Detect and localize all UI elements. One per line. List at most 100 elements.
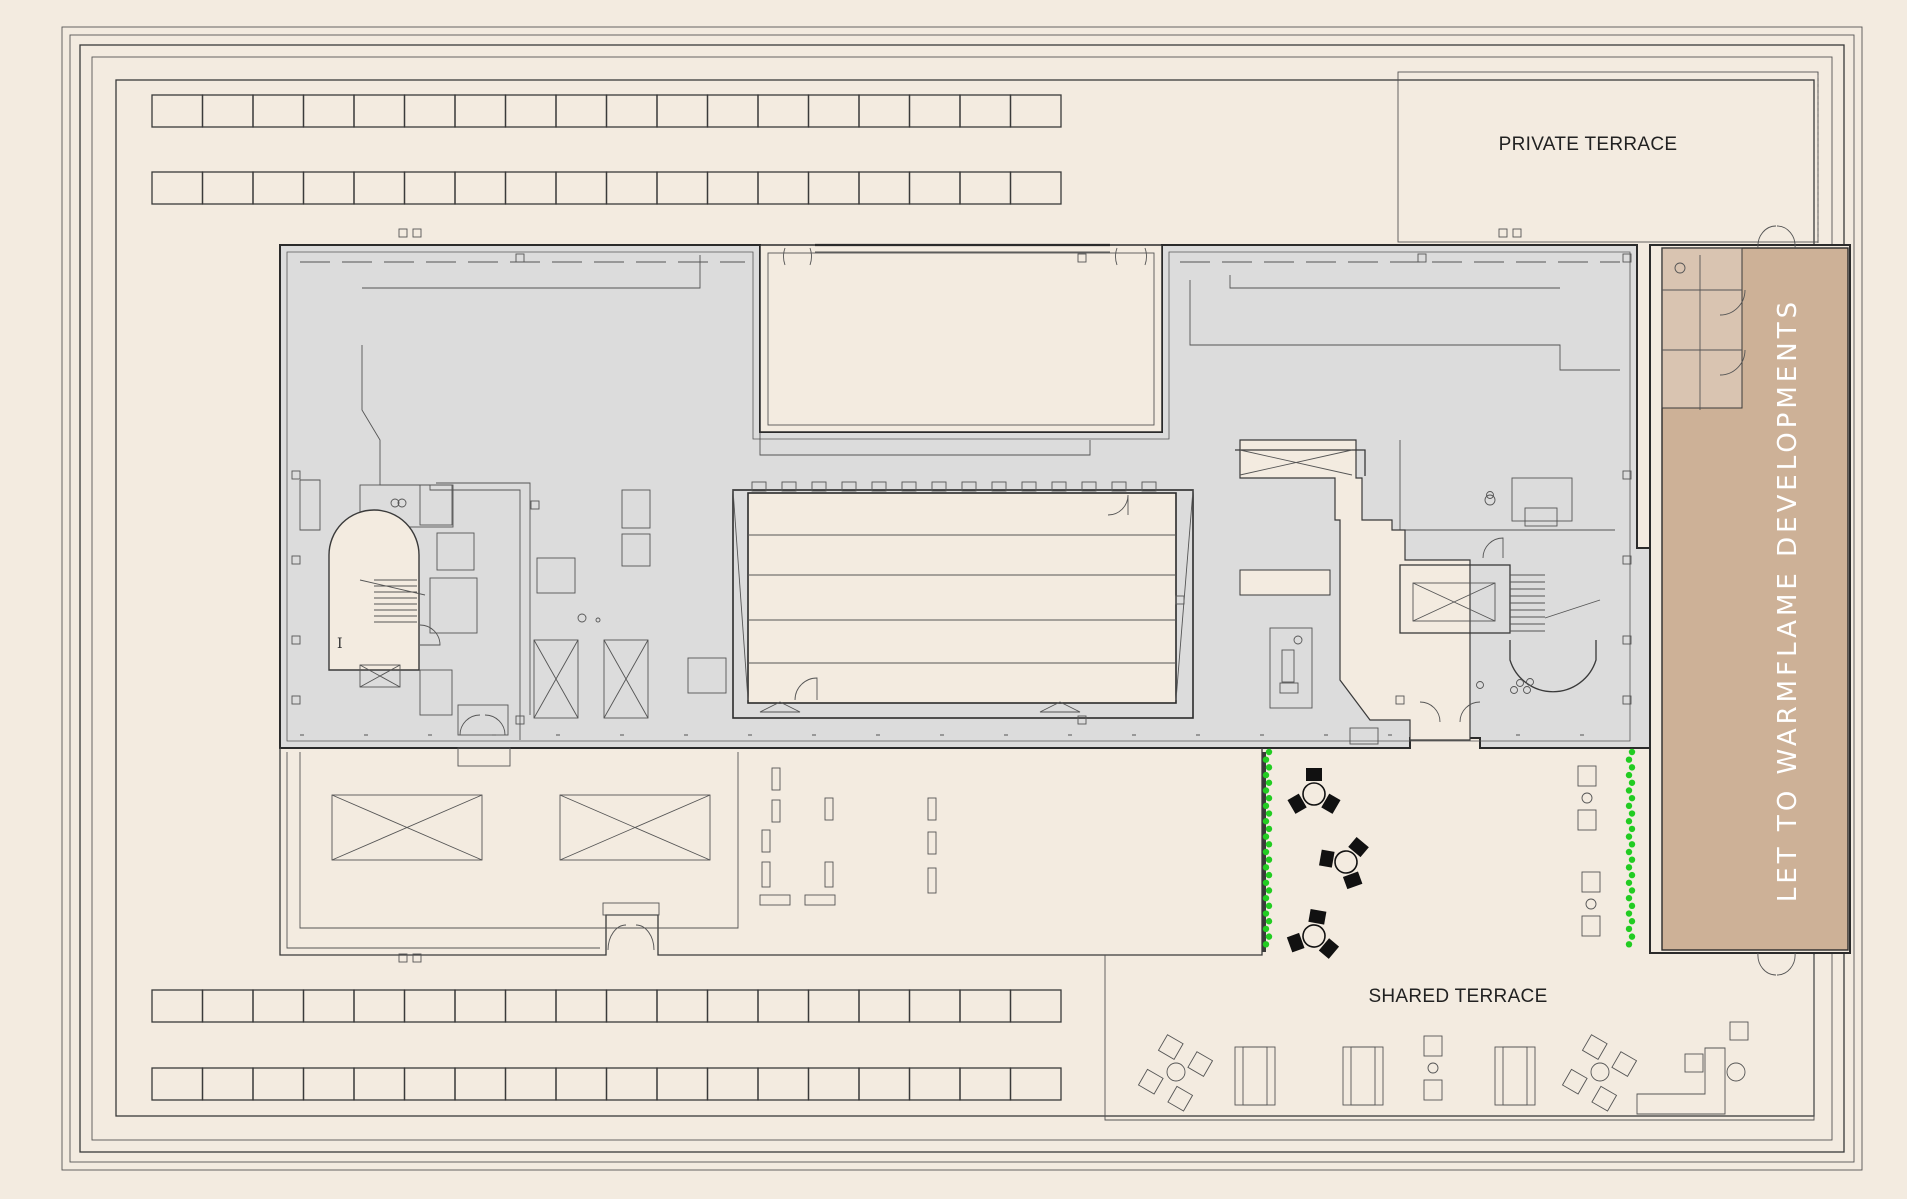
parking-bay xyxy=(1009,171,1062,205)
marker-icon xyxy=(1622,253,1632,263)
parking-bay xyxy=(908,94,961,128)
green-planter-icon xyxy=(1262,910,1270,917)
parking-bays xyxy=(151,94,1062,1101)
green-planter-icon xyxy=(1262,802,1270,810)
parking-bay xyxy=(555,171,608,205)
green-planter-icon xyxy=(1262,771,1270,779)
parking-bay xyxy=(454,171,507,205)
round-table-with-chairs-icon xyxy=(1287,768,1341,814)
green-planter-icon xyxy=(1262,848,1270,856)
green-planter-icon xyxy=(1625,802,1633,810)
marker-icon xyxy=(291,555,301,565)
plant-unit xyxy=(804,894,836,906)
left-stair-core: I xyxy=(328,484,478,716)
green-planter-icon xyxy=(1628,933,1636,940)
green-planter-icon xyxy=(1628,856,1636,863)
armchair-icon xyxy=(1684,1053,1704,1073)
green-planter-icon xyxy=(1628,902,1636,910)
parking-bay xyxy=(252,94,305,128)
central-atrium xyxy=(732,481,1194,719)
parking-bay xyxy=(151,171,204,205)
green-planter-icon xyxy=(1262,879,1270,886)
rooflight-marker xyxy=(751,481,767,492)
parking-bay xyxy=(605,989,658,1023)
let-area: LET TO WARMFLAME DEVELOPMENTS xyxy=(1649,225,1851,976)
marker-icon xyxy=(1175,595,1185,605)
green-planter-icon xyxy=(1265,933,1273,940)
parking-bay xyxy=(403,171,456,205)
parking-bay xyxy=(151,1067,204,1101)
parking-bay xyxy=(706,1067,759,1101)
parking-bay xyxy=(959,94,1012,128)
parking-bay xyxy=(605,171,658,205)
svg-text:I: I xyxy=(337,636,343,652)
parking-bay xyxy=(201,1067,254,1101)
private-terrace: PRIVATE TERRACE xyxy=(1397,71,1819,245)
parking-bay xyxy=(605,94,658,128)
green-planter-icon xyxy=(1265,825,1273,833)
plant-unit xyxy=(759,894,791,906)
parking-bay xyxy=(656,171,709,205)
parking-bay xyxy=(757,171,810,205)
parking-bay xyxy=(252,989,305,1023)
marker-icon xyxy=(1512,228,1522,238)
parking-bay xyxy=(454,989,507,1023)
picnic-bench-icon xyxy=(1234,1046,1276,1106)
green-planter-icon xyxy=(1625,848,1633,856)
green-planter-icon xyxy=(1625,864,1633,871)
green-planter-icon xyxy=(1265,841,1273,848)
green-planter-icon xyxy=(1625,818,1633,825)
parking-bay xyxy=(757,989,810,1023)
rooflight-marker xyxy=(1141,481,1157,492)
round-table-with-chairs-icon xyxy=(1319,836,1369,890)
parking-bay xyxy=(807,171,860,205)
parking-bay xyxy=(302,1067,355,1101)
green-planter-icon xyxy=(1265,871,1273,879)
green-planter-icon xyxy=(1625,833,1633,840)
green-planter-icon xyxy=(1262,925,1270,933)
plant-unit xyxy=(927,831,937,855)
coffee-table-icon xyxy=(1726,1062,1746,1082)
parking-bay xyxy=(201,171,254,205)
right-stair-core xyxy=(1235,449,1601,745)
parking-bay xyxy=(555,989,608,1023)
round-table-with-chairs-icon xyxy=(1286,909,1340,959)
plant-unit xyxy=(761,829,771,853)
parking-bay xyxy=(807,989,860,1023)
plant-unit xyxy=(824,797,834,821)
green-planter-icon xyxy=(1265,887,1273,894)
green-planter-icon xyxy=(1628,810,1636,817)
parking-bay xyxy=(757,1067,810,1101)
parking-bay xyxy=(858,171,911,205)
fixture-dot xyxy=(1510,686,1518,694)
green-planter-icon xyxy=(1265,794,1273,802)
rooflight-marker xyxy=(961,481,977,492)
chair-pair-icon xyxy=(1581,871,1601,937)
parking-bay xyxy=(504,989,557,1023)
parking-bay xyxy=(959,1067,1012,1101)
parking-bay xyxy=(706,171,759,205)
parking-bay xyxy=(151,989,204,1023)
picnic-bench-icon xyxy=(1342,1046,1384,1106)
fixture-dot xyxy=(1486,491,1494,499)
parking-bay xyxy=(302,94,355,128)
marker-icon xyxy=(1622,555,1632,565)
green-planter-icon xyxy=(1628,748,1636,756)
rooflight-marker xyxy=(811,481,827,492)
parking-bay xyxy=(706,94,759,128)
rooflight-marker xyxy=(871,481,887,492)
marker-icon xyxy=(1077,253,1087,263)
armchair-icon xyxy=(1729,1021,1749,1041)
parking-bay xyxy=(302,171,355,205)
rooflight-marker xyxy=(1081,481,1097,492)
plant-unit xyxy=(771,799,781,823)
parking-bay xyxy=(403,989,456,1023)
marker-icon xyxy=(515,715,525,725)
parking-bay xyxy=(858,989,911,1023)
parking-bay xyxy=(605,1067,658,1101)
parking-bay xyxy=(403,94,456,128)
left-plant-area xyxy=(299,479,727,736)
parking-bay xyxy=(706,989,759,1023)
green-planter-icon xyxy=(1625,910,1633,917)
